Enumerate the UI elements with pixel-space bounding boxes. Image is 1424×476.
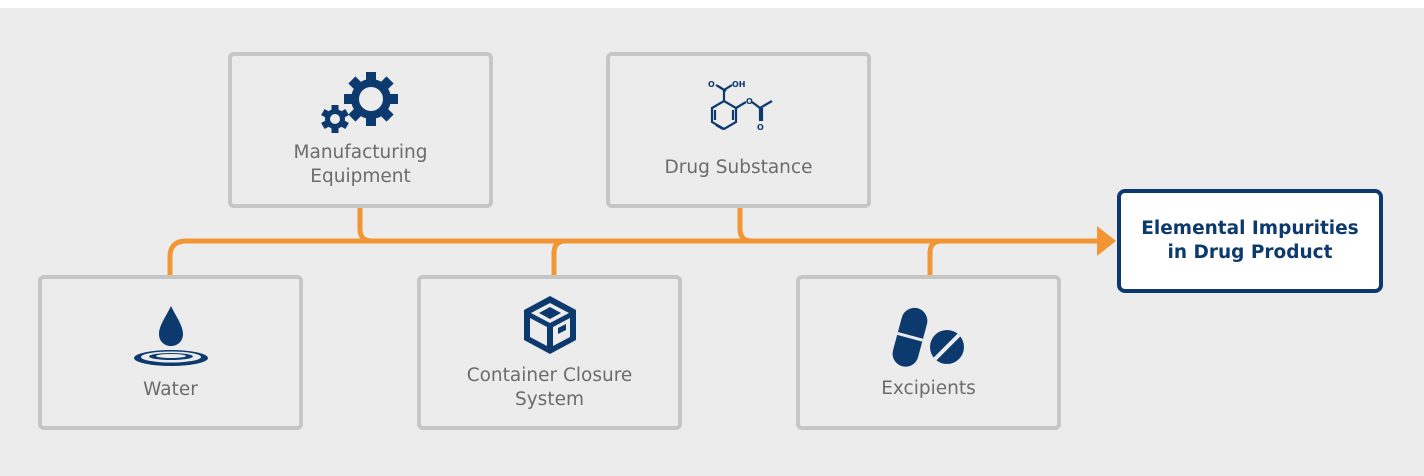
pills-icon (892, 307, 964, 367)
water-label: Water (143, 378, 198, 400)
water-box: Water (38, 275, 303, 430)
molecule-oh: OH (732, 80, 746, 89)
elemental-impurities-label: Elemental Impurities in Drug Product (1141, 218, 1359, 263)
drug-substance-box: O OH O O Drug Substance (606, 52, 871, 208)
container-closure-system-box: Container Closure System (417, 275, 682, 430)
container-closure-system-label: Container Closure System (466, 364, 633, 410)
drug-substance-label: Drug Substance (664, 157, 813, 178)
molecule-icon: O OH O O (708, 80, 773, 132)
box-icon (523, 295, 576, 354)
gears-icon (320, 72, 398, 133)
connector-manufacturing (357, 207, 373, 244)
molecule-o-bottom: O (757, 123, 764, 132)
connector-container (551, 238, 567, 275)
main-arrow-line (167, 238, 1100, 275)
connector-excipients (927, 238, 943, 275)
manufacturing-equipment-label: Manufacturing Equipment (293, 142, 428, 187)
connector-drug-substance (737, 207, 753, 244)
elemental-impurities-box: Elemental Impurities in Drug Product (1117, 189, 1383, 293)
excipients-label: Excipients (881, 377, 976, 399)
arrow-head (1097, 226, 1116, 256)
excipients-box: Excipients (796, 275, 1061, 430)
water-drop-icon (133, 305, 208, 366)
molecule-o-top: O (708, 80, 715, 89)
manufacturing-equipment-box: Manufacturing Equipment (228, 52, 493, 208)
molecule-o-ester: O (746, 97, 753, 106)
